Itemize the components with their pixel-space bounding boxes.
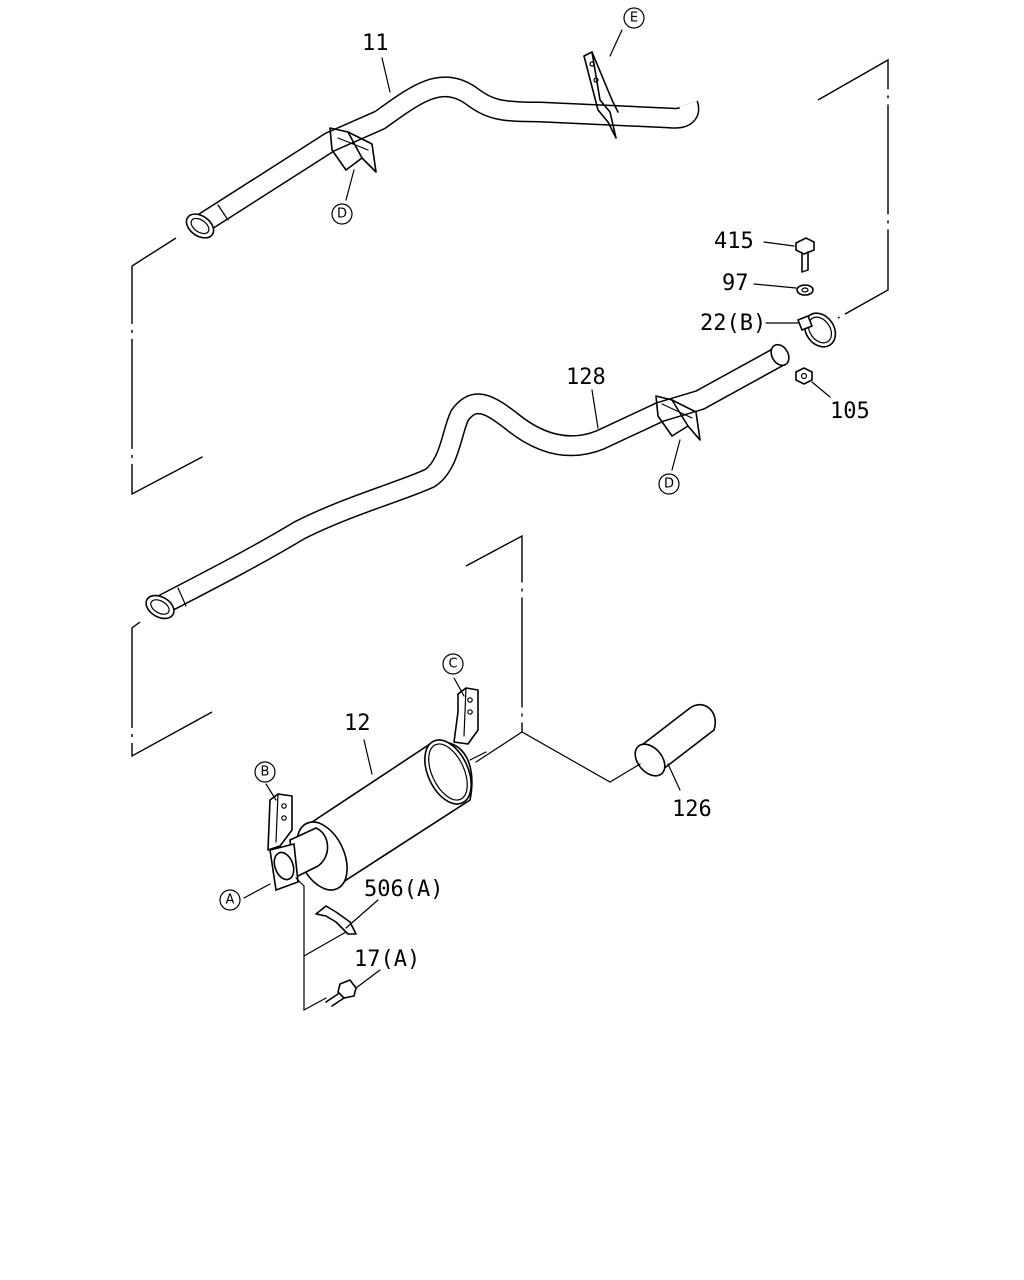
leader-lines bbox=[243, 29, 831, 989]
label-22b: 22(B) bbox=[700, 311, 766, 336]
callout-d-lower: D bbox=[658, 473, 680, 495]
bracket-e bbox=[583, 51, 619, 139]
callout-a: A bbox=[219, 889, 241, 911]
callout-b: B bbox=[254, 761, 276, 783]
svg-text:C: C bbox=[448, 657, 457, 672]
callout-d-upper: D bbox=[331, 203, 353, 225]
label-128: 128 bbox=[566, 365, 606, 390]
label-126: 126 bbox=[672, 797, 712, 822]
svg-text:D: D bbox=[337, 207, 347, 222]
label-97: 97 bbox=[722, 271, 749, 296]
bracket-c bbox=[453, 687, 479, 745]
label-105: 105 bbox=[830, 399, 870, 424]
pipe-128 bbox=[145, 343, 790, 620]
callout-c: C bbox=[442, 653, 464, 675]
bracket-d-lower bbox=[655, 395, 701, 441]
pipe-11 bbox=[185, 76, 700, 239]
label-17a: 17(A) bbox=[354, 947, 420, 972]
label-415: 415 bbox=[714, 229, 754, 254]
clamp-22b bbox=[796, 312, 837, 348]
bolt-17a bbox=[325, 979, 357, 1007]
bracket-b bbox=[267, 793, 293, 851]
part-labels: 11 128 12 126 415 97 22(B) 105 506(A) 17… bbox=[344, 31, 870, 972]
assembly-lines bbox=[131, 58, 889, 1012]
bolt-415 bbox=[795, 237, 815, 273]
label-506a: 506(A) bbox=[364, 877, 443, 902]
svg-text:E: E bbox=[630, 11, 638, 26]
svg-text:A: A bbox=[226, 893, 235, 908]
gasket-506a bbox=[315, 905, 357, 935]
bracket-d-upper bbox=[329, 127, 377, 173]
label-11: 11 bbox=[362, 31, 389, 56]
tailpipe-126 bbox=[634, 703, 717, 777]
svg-text:B: B bbox=[261, 765, 270, 780]
callout-e: E bbox=[623, 7, 645, 29]
nut-105 bbox=[795, 367, 813, 385]
washer-97 bbox=[796, 284, 814, 296]
muffler-12 bbox=[269, 739, 487, 892]
svg-text:D: D bbox=[664, 477, 674, 492]
label-12: 12 bbox=[344, 711, 371, 736]
